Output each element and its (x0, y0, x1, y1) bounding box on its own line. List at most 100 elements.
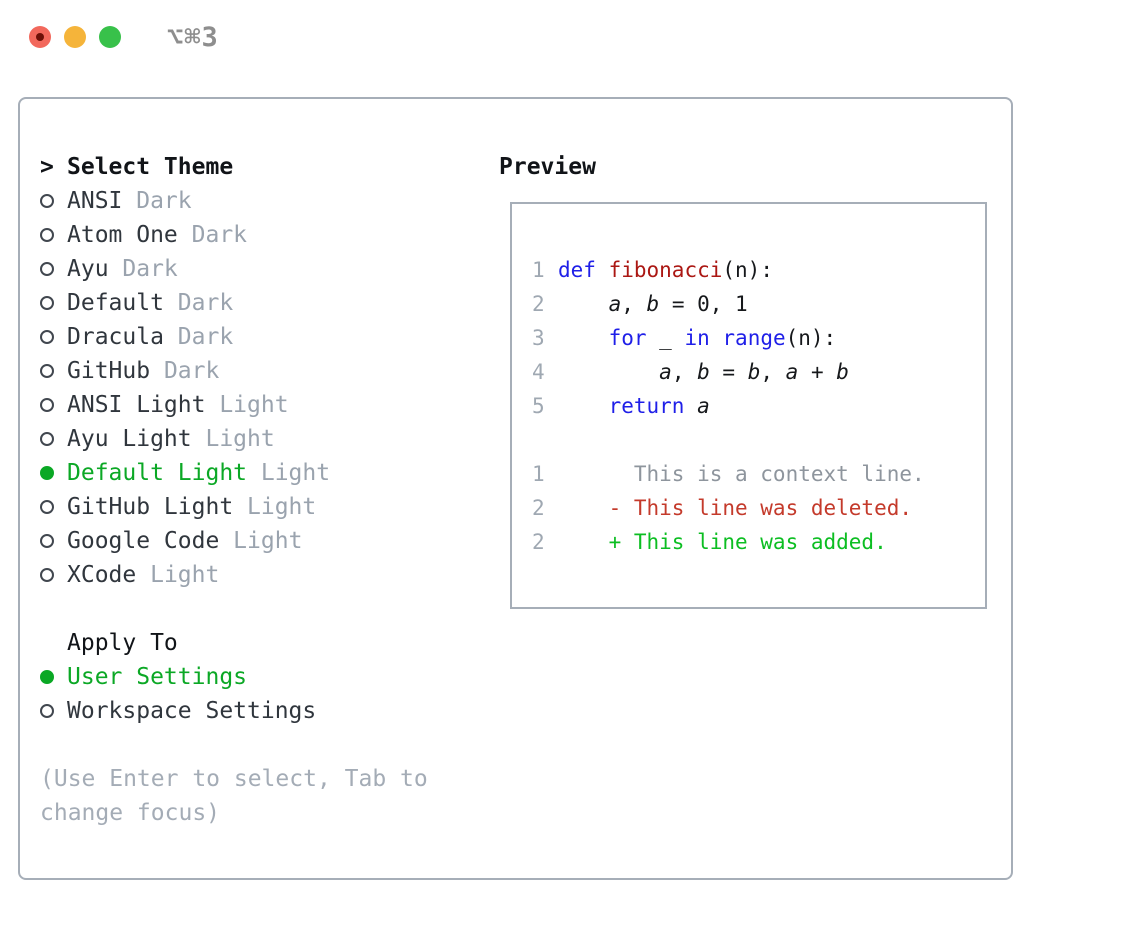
radio-prefix (40, 466, 67, 480)
code-text: return a (608, 394, 710, 418)
line-number: 4 (532, 360, 545, 384)
diff-preview: 1 This is a context line. 2 - This line w… (532, 457, 985, 559)
apply-option-label: Workspace Settings (67, 698, 317, 724)
apply-option-workspace-settings[interactable]: Workspace Settings (40, 694, 460, 728)
radio-icon (40, 296, 54, 310)
theme-item-label: GitHub Light (67, 494, 234, 520)
theme-item-google-code[interactable]: Google Code Light (40, 524, 460, 558)
radio-icon (40, 432, 54, 446)
theme-item-xcode[interactable]: XCode Light (40, 558, 460, 592)
theme-item-ayu[interactable]: Ayu Dark (40, 252, 460, 286)
line-number: 1 (532, 258, 545, 282)
theme-item-tag: Dark (108, 256, 178, 282)
theme-item-atom-one[interactable]: Atom One Dark (40, 218, 460, 252)
theme-item-tag: Light (136, 562, 220, 588)
theme-item-label: ANSI Light (67, 392, 206, 418)
theme-item-default[interactable]: Default Dark (40, 286, 460, 320)
radio-prefix (40, 194, 67, 208)
theme-item-tag: Dark (122, 188, 192, 214)
radio-icon (40, 194, 54, 208)
radio-prefix (40, 228, 67, 242)
theme-item-tag: Dark (163, 290, 234, 316)
theme-item-ayu-light[interactable]: Ayu Light Light (40, 422, 460, 456)
radio-prefix (40, 398, 67, 412)
line-number: 2 (532, 292, 545, 316)
preview-title: Preview (499, 154, 596, 180)
theme-item-tag: Light (219, 528, 303, 554)
theme-item-tag: Dark (177, 222, 248, 248)
radio-prefix (40, 296, 67, 310)
focus-cursor-icon: > (40, 154, 54, 180)
radio-icon (40, 568, 54, 582)
theme-item-label: Dracula (67, 324, 164, 350)
code-text: a, b = b, a + b (659, 360, 849, 384)
line-number: 2 (532, 530, 545, 554)
theme-item-label: GitHub (67, 358, 151, 384)
code-line: 1 def fibonacci(n): (532, 253, 985, 287)
radio-prefix (40, 330, 67, 344)
theme-item-github-light[interactable]: GitHub Light Light (40, 490, 460, 524)
theme-item-tag: Light (247, 460, 331, 486)
theme-item-ansi[interactable]: ANSI Dark (40, 184, 460, 218)
theme-item-tag: Light (233, 494, 317, 520)
radio-icon (40, 330, 54, 344)
radio-icon (40, 534, 54, 548)
code-line: 2 a, b = 0, 1 (532, 287, 985, 321)
code-line: 4 a, b = b, a + b (532, 355, 985, 389)
radio-icon (40, 500, 54, 514)
theme-item-tag: Dark (150, 358, 220, 384)
code-text: def fibonacci(n): (558, 258, 773, 282)
radio-icon (40, 670, 54, 684)
radio-prefix (40, 670, 67, 684)
section-gap (40, 592, 460, 626)
theme-item-label: Ayu Light (67, 426, 192, 452)
radio-icon (40, 466, 54, 480)
radio-prefix (40, 704, 67, 718)
radio-icon (40, 228, 54, 242)
radio-icon (40, 364, 54, 378)
code-text: a, b = 0, 1 (608, 292, 748, 316)
line-number: 2 (532, 496, 545, 520)
minimize-button[interactable] (64, 26, 86, 48)
diff-text: + This line was added. (558, 530, 887, 554)
theme-item-label: Ayu (67, 256, 109, 282)
select-theme-title: Select Theme (67, 154, 234, 180)
apply-option-label: User Settings (67, 664, 248, 690)
theme-item-label: Default Light (67, 460, 248, 486)
close-dot-icon (36, 33, 44, 41)
diff-text: - This line was deleted. (558, 496, 913, 520)
radio-prefix (40, 500, 67, 514)
window-title: ⌥⌘3 (167, 22, 219, 53)
close-button[interactable] (29, 26, 51, 48)
theme-item-label: ANSI (67, 188, 123, 214)
theme-item-tag: Dark (163, 324, 234, 350)
select-theme-heading-row: > Select Theme (40, 150, 460, 184)
theme-item-label: Atom One (67, 222, 178, 248)
title-bar: ⌥⌘3 (0, 0, 1140, 75)
apply-to-title: Apply To (67, 630, 178, 656)
radio-icon (40, 262, 54, 276)
apply-option-user-settings[interactable]: User Settings (40, 660, 460, 694)
diff-text: This is a context line. (558, 462, 925, 486)
radio-icon (40, 704, 54, 718)
apply-to-heading-row: Apply To (40, 626, 460, 660)
radio-prefix (40, 432, 67, 446)
theme-item-ansi-light[interactable]: ANSI Light Light (40, 388, 460, 422)
line-number: 3 (532, 326, 545, 350)
theme-item-tag: Light (205, 392, 289, 418)
theme-item-github[interactable]: GitHub Dark (40, 354, 460, 388)
radio-prefix (40, 364, 67, 378)
zoom-button[interactable] (99, 26, 121, 48)
line-number: 1 (532, 462, 545, 486)
theme-item-label: Google Code (67, 528, 220, 554)
help-text: (Use Enter to select, Tab to change focu… (40, 766, 442, 826)
theme-item-dracula[interactable]: Dracula Dark (40, 320, 460, 354)
theme-item-default-light[interactable]: Default Light Light (40, 456, 460, 490)
theme-item-label: Default (67, 290, 164, 316)
radio-prefix (40, 534, 67, 548)
